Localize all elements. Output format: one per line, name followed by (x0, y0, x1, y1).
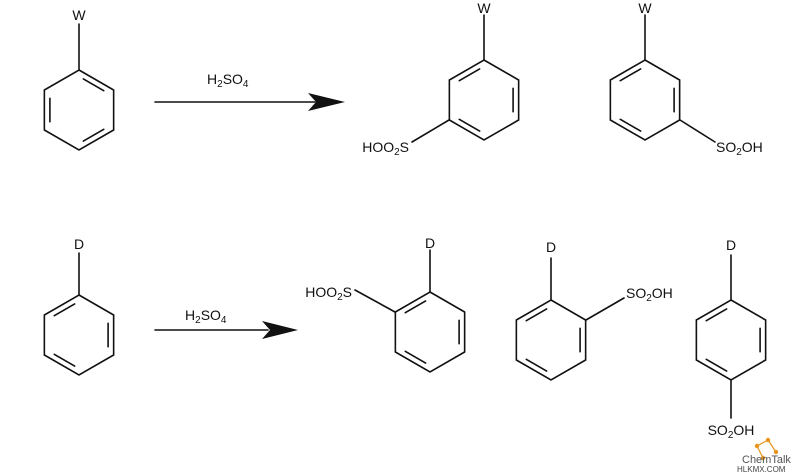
watermark-logo: ChemTalk HLKMX.COM (737, 437, 791, 474)
double-bond (619, 118, 642, 132)
molecule-logo-icon (754, 437, 779, 461)
ring-outline (695, 299, 767, 381)
benzene-ring (695, 299, 767, 381)
reactant-w-benzene: W (43, 7, 115, 151)
substituent-label-d: D (546, 239, 556, 255)
ring-outline (515, 299, 587, 381)
product-ortho-right: D SO2OH (515, 239, 673, 381)
reagent-label: H2SO4 (207, 71, 249, 90)
double-bond (404, 350, 427, 364)
benzene-ring (609, 59, 681, 141)
benzene-ring (43, 69, 115, 151)
ring-outline (43, 69, 115, 151)
benzene-ring (448, 59, 520, 141)
double-bond (82, 78, 105, 92)
double-bond (525, 308, 548, 322)
double-bond (404, 300, 427, 314)
sulfonic-acid-label: SO2OH (626, 285, 673, 304)
benzene-ring (43, 294, 115, 376)
sulfonic-acid-label: HOO2S (362, 139, 409, 158)
arrow-head (308, 93, 345, 111)
product-meta-right: W SO2OH (609, 0, 763, 158)
arrow-head (262, 321, 298, 339)
substituent-label-w: W (477, 0, 491, 16)
watermark-text: ChemTalk (742, 454, 791, 466)
reagent-arrow-1: H2SO4 (154, 71, 345, 111)
sulfonic-acid-label: SO2OH (716, 139, 763, 158)
double-bond (53, 303, 76, 317)
double-bond (82, 128, 105, 142)
substituent-label-w: W (72, 7, 86, 23)
reactant-d-benzene: D (43, 236, 115, 376)
sulfonic-acid-label: SO2OH (708, 422, 755, 441)
watermark-site: HLKMX.COM (737, 465, 786, 474)
double-bond (705, 308, 728, 322)
reagent-arrow-2: H2SO4 (154, 307, 298, 339)
substituent-label-d: D (726, 237, 736, 253)
double-bond (619, 68, 642, 82)
benzene-ring (515, 299, 587, 381)
benzene-ring (394, 291, 466, 373)
double-bond (705, 358, 728, 372)
product-para: D SO2OH (695, 237, 767, 441)
substituent-label-d: D (74, 236, 84, 252)
ring-outline (448, 59, 520, 141)
sulfonic-acid-label: HOO2S (305, 284, 352, 303)
substituent-label-d: D (425, 235, 435, 251)
product-ortho-left: D HOO2S (305, 235, 466, 373)
double-bond (458, 68, 481, 82)
reagent-label: H2SO4 (185, 307, 227, 326)
substituent-label-w: W (638, 0, 652, 16)
double-bond (525, 358, 548, 372)
ring-outline (609, 59, 681, 141)
ring-outline (394, 291, 466, 373)
ring-outline (43, 294, 115, 376)
product-meta-left: W HOO2S (362, 0, 520, 158)
double-bond (458, 118, 481, 132)
double-bond (53, 353, 76, 367)
